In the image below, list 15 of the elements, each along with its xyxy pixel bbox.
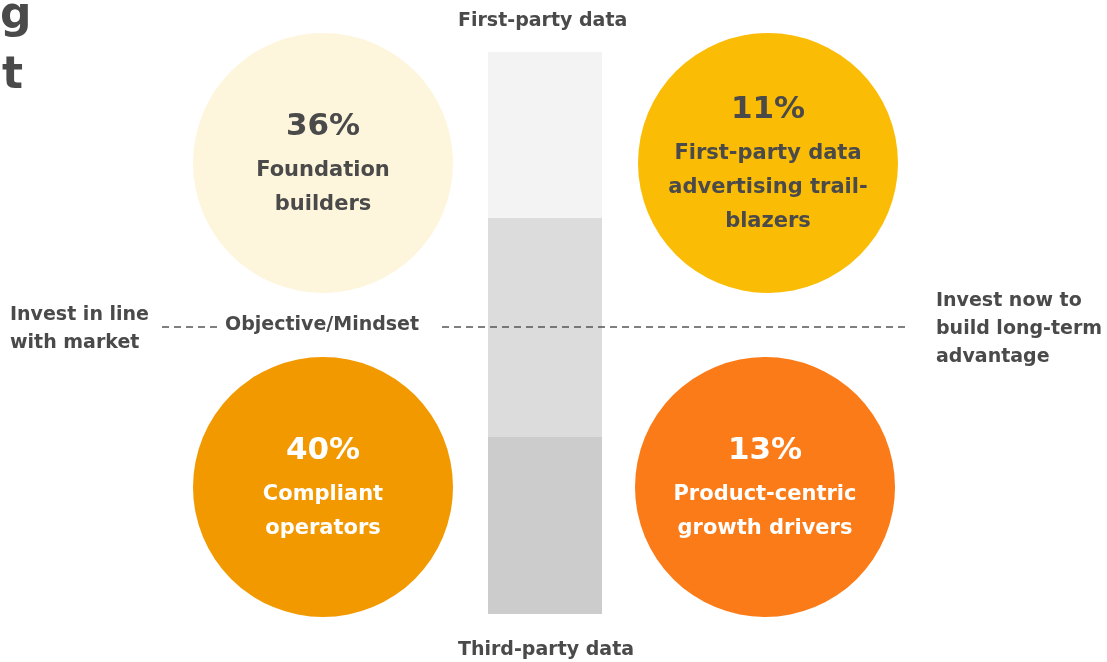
segment-name: Foundation builders [255,156,391,217]
segment-name: Compliant operators [261,480,385,541]
percentage-value: 40% [285,430,361,466]
axis-label: Third-party data [458,637,636,660]
segment-name: First-party data advertising trail-blazers [668,139,868,234]
percentage-value: 13% [727,430,803,466]
axis-label: Invest now to build long-term advantage [936,287,1104,368]
percentage-value: 36% [285,106,361,142]
title-fragment: t [2,46,24,99]
axis-label: Objective/Mindset [225,312,421,335]
axis-label: First-party data [458,8,629,31]
axis-label: Invest in line with market [10,301,150,354]
percentage-value: 11% [730,89,806,125]
segment-name: Product-centric growth drivers [672,480,858,541]
title-fragment: g [0,0,32,39]
